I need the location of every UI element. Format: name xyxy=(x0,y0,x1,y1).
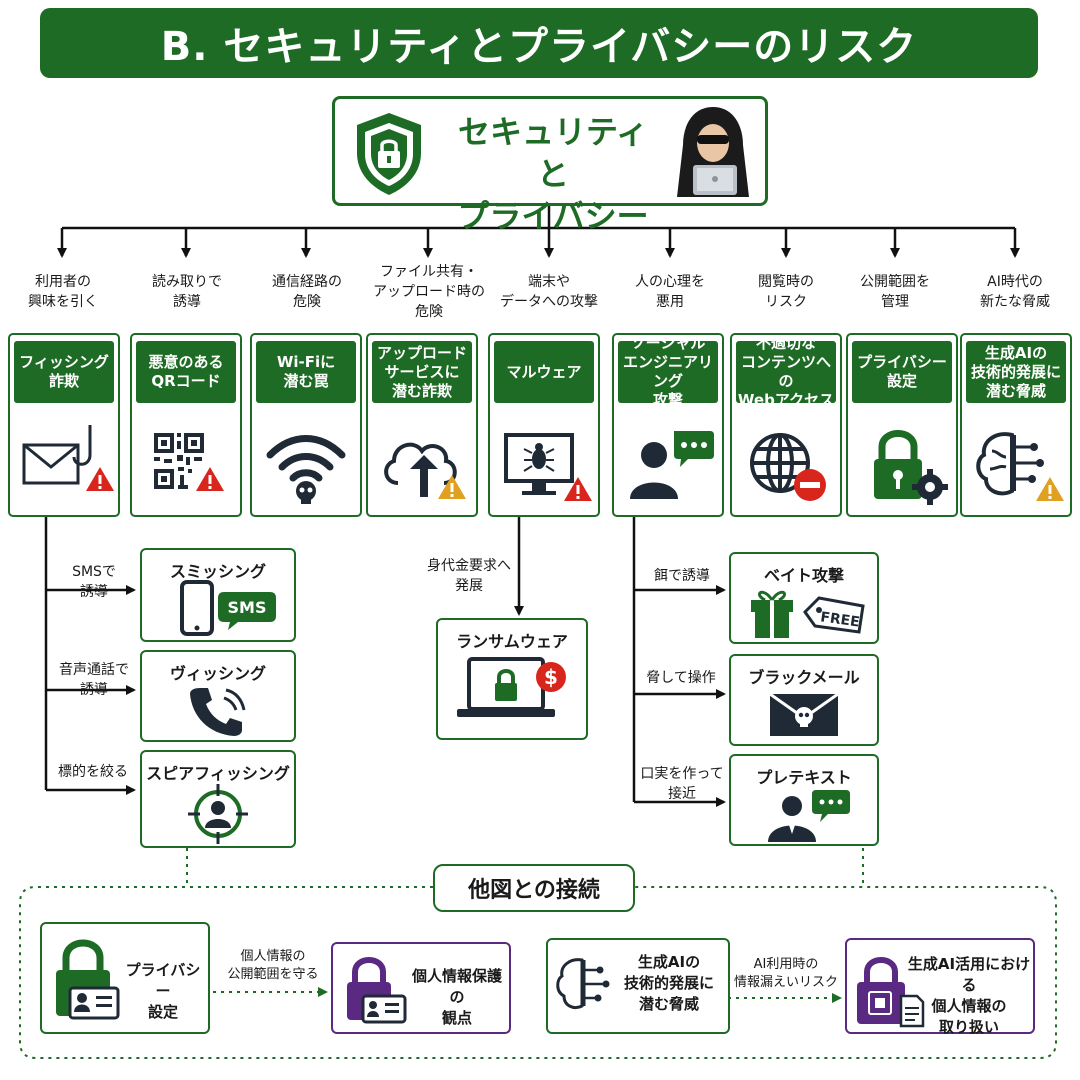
category-label: ファイル共有・ アップロード時の 危険 xyxy=(373,264,485,320)
edge-label: 身代金要求へ 発展 xyxy=(427,558,511,594)
monitor-bug-icon xyxy=(504,433,592,501)
edge-label: SMSで 誘導 xyxy=(72,564,116,600)
phone-sms-icon: SMS xyxy=(180,580,276,636)
card-header: プライバシー 設定 xyxy=(852,341,952,403)
category-label: 通信経路の 危険 xyxy=(272,274,342,310)
root-node: セキュリティと プライバシー xyxy=(332,96,768,235)
node-spear-phishing: スピアフィッシング xyxy=(140,750,296,848)
conn-ai-personal-info: 生成AI活用における 個人情報の 取り扱い xyxy=(845,938,1035,1036)
lock-id-card-icon xyxy=(56,939,120,1020)
conn-privacy-settings: プライバシー 設定 xyxy=(40,922,210,1034)
category-label: 公開範囲を 管理 xyxy=(860,274,930,310)
free-tag-text: FREE xyxy=(819,609,860,630)
category-label: 利用者の 興味を引く xyxy=(28,274,98,310)
card-social: ソーシャル エンジニアリング 攻撃 xyxy=(612,333,724,517)
cloud-upload-icon xyxy=(384,442,466,499)
card-header: マルウェア xyxy=(494,341,594,403)
node-vishing: ヴィッシング xyxy=(140,650,296,742)
title-bar: B. セキュリティとプライバシーのリスク xyxy=(40,8,1038,78)
qr-code-icon xyxy=(154,433,224,491)
node-baiting: ベイト攻撃 FREE xyxy=(729,552,879,644)
card-phishing: フィッシング 詐欺 xyxy=(8,333,120,517)
root-title: セキュリティと プライバシー xyxy=(457,113,649,235)
wifi-skull-icon xyxy=(266,435,346,504)
gift-tag-icon: FREE xyxy=(751,590,865,638)
card-header: ソーシャル エンジニアリング 攻撃 xyxy=(618,335,718,409)
card-header: 悪意のある QRコード xyxy=(136,341,236,403)
edge-label: 標的を絞る xyxy=(58,764,128,780)
page-title: B. セキュリティとプライバシーのリスク xyxy=(160,24,918,70)
card-web: 不適切な コンテンツへの Webアクセス xyxy=(730,333,842,517)
lock-gear-icon xyxy=(874,430,948,505)
edge-label: 脅して操作 xyxy=(646,670,716,686)
ai-brain-icon xyxy=(976,432,1064,501)
conn-edge-label: AI利用時の 情報漏えいリスク xyxy=(733,957,838,990)
node-blackmail: ブラックメール xyxy=(729,654,879,746)
edge-label: 餌で誘導 xyxy=(654,568,710,584)
sms-badge-text: SMS xyxy=(228,598,267,617)
svg-text:$: $ xyxy=(544,665,558,689)
card-header: 生成AIの 技術的発展に 潜む脅威 xyxy=(966,341,1066,403)
laptop-ransom-icon: $ xyxy=(457,657,566,717)
person-chat-icon xyxy=(768,790,850,842)
card-upload: アップロード サービスに 潜む詐欺 xyxy=(366,333,478,517)
card-header: Wi-Fiに 潜む罠 xyxy=(256,341,356,403)
card-ai: 生成AIの 技術的発展に 潜む脅威 xyxy=(960,333,1072,517)
category-label: 閲覧時の リスク xyxy=(758,274,814,310)
card-malware: マルウェア xyxy=(488,333,600,517)
node-pretexting: プレテキスト xyxy=(729,754,879,846)
category-label: 人の心理を 悪用 xyxy=(635,274,705,310)
card-header: 不適切な コンテンツへの Webアクセス xyxy=(736,334,836,409)
card-header: フィッシング 詐欺 xyxy=(14,341,114,403)
category-label: 端末や データへの攻撃 xyxy=(500,274,598,310)
category-label: AI時代の 新たな脅威 xyxy=(980,274,1050,310)
shield-lock-icon xyxy=(357,113,421,195)
person-speech-icon xyxy=(630,431,714,499)
category-label: 読み取りで 誘導 xyxy=(152,274,222,310)
node-ransomware: ランサムウェア $ xyxy=(436,618,588,740)
phone-call-icon xyxy=(190,688,246,736)
card-privacy: プライバシー 設定 xyxy=(846,333,958,517)
globe-block-icon xyxy=(750,433,826,501)
target-person-icon xyxy=(188,784,248,844)
hacker-icon xyxy=(677,107,749,197)
ai-brain-small-icon xyxy=(556,958,610,1010)
conn-edge-label: 個人情報の 公開範囲を守る xyxy=(227,949,319,982)
card-header: アップロード サービスに 潜む詐欺 xyxy=(372,341,472,403)
lock-id-card-purple-icon xyxy=(347,957,407,1024)
envelope-skull-icon xyxy=(769,692,839,736)
connections-title: 他図との接続 xyxy=(433,864,635,912)
envelope-hook-icon xyxy=(22,425,114,491)
edge-label: 口実を作って 接近 xyxy=(640,766,724,802)
conn-personal-info-protection: 個人情報保護の 観点 xyxy=(331,942,511,1034)
card-wifi: Wi-Fiに 潜む罠 xyxy=(250,333,362,517)
edge-label: 音声通話で 誘導 xyxy=(59,662,129,698)
lock-chip-doc-icon xyxy=(857,957,925,1028)
node-smishing: スミッシング SMS xyxy=(140,548,296,642)
card-qr: 悪意のある QRコード xyxy=(130,333,242,517)
conn-ai-threats: 生成AIの 技術的発展に 潜む脅威 xyxy=(546,938,730,1034)
